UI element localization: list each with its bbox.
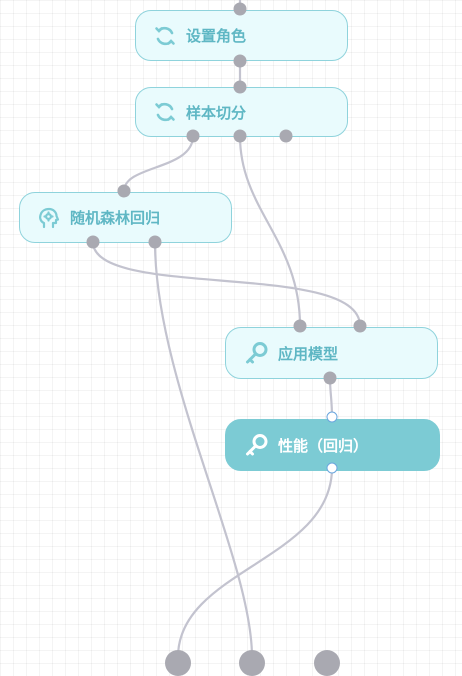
edge-performance-to-output[interactable] [176, 466, 334, 659]
output-port-random-forest-2[interactable] [148, 235, 162, 249]
process-output-port-1[interactable] [165, 650, 191, 676]
node-sample-split[interactable]: 样本切分 [135, 87, 348, 137]
node-random-forest-regression[interactable]: 随机森林回归 [19, 192, 232, 243]
refresh-cycle-icon [152, 99, 178, 125]
edge-random-forest-to-output[interactable] [153, 240, 254, 659]
node-label: 性能（回归） [278, 436, 369, 455]
output-port-sample-split-1[interactable] [186, 129, 200, 143]
refresh-cycle-icon [152, 23, 178, 49]
process-output-port-3[interactable] [314, 650, 340, 676]
output-port-sample-split-2[interactable] [233, 129, 247, 143]
output-port-sample-split-3[interactable] [279, 129, 293, 143]
key-search-icon [244, 432, 270, 458]
node-label: 应用模型 [278, 344, 339, 363]
key-search-icon [244, 340, 270, 366]
edge-split-to-random-forest[interactable] [122, 134, 195, 193]
edge-random-forest-model-to-apply[interactable] [91, 240, 362, 328]
node-label: 样本切分 [186, 103, 247, 122]
output-port-set-role[interactable] [233, 54, 247, 68]
input-port-apply-model-1[interactable] [293, 319, 307, 333]
input-port-performance[interactable] [326, 411, 338, 423]
process-output-port-2[interactable] [239, 650, 265, 676]
node-label: 随机森林回归 [70, 209, 161, 227]
node-set-role[interactable]: 设置角色 [135, 10, 348, 61]
input-port-sample-split[interactable] [233, 80, 247, 94]
node-label: 设置角色 [186, 27, 247, 45]
output-port-apply-model[interactable] [323, 371, 337, 385]
input-port-apply-model-2[interactable] [353, 319, 367, 333]
output-port-random-forest-1[interactable] [86, 235, 100, 249]
brain-gear-icon [36, 205, 62, 231]
input-port-set-role[interactable] [233, 2, 247, 16]
input-port-random-forest[interactable] [117, 184, 131, 198]
output-port-performance[interactable] [326, 462, 338, 474]
edge-split-to-apply-model[interactable] [238, 134, 302, 328]
